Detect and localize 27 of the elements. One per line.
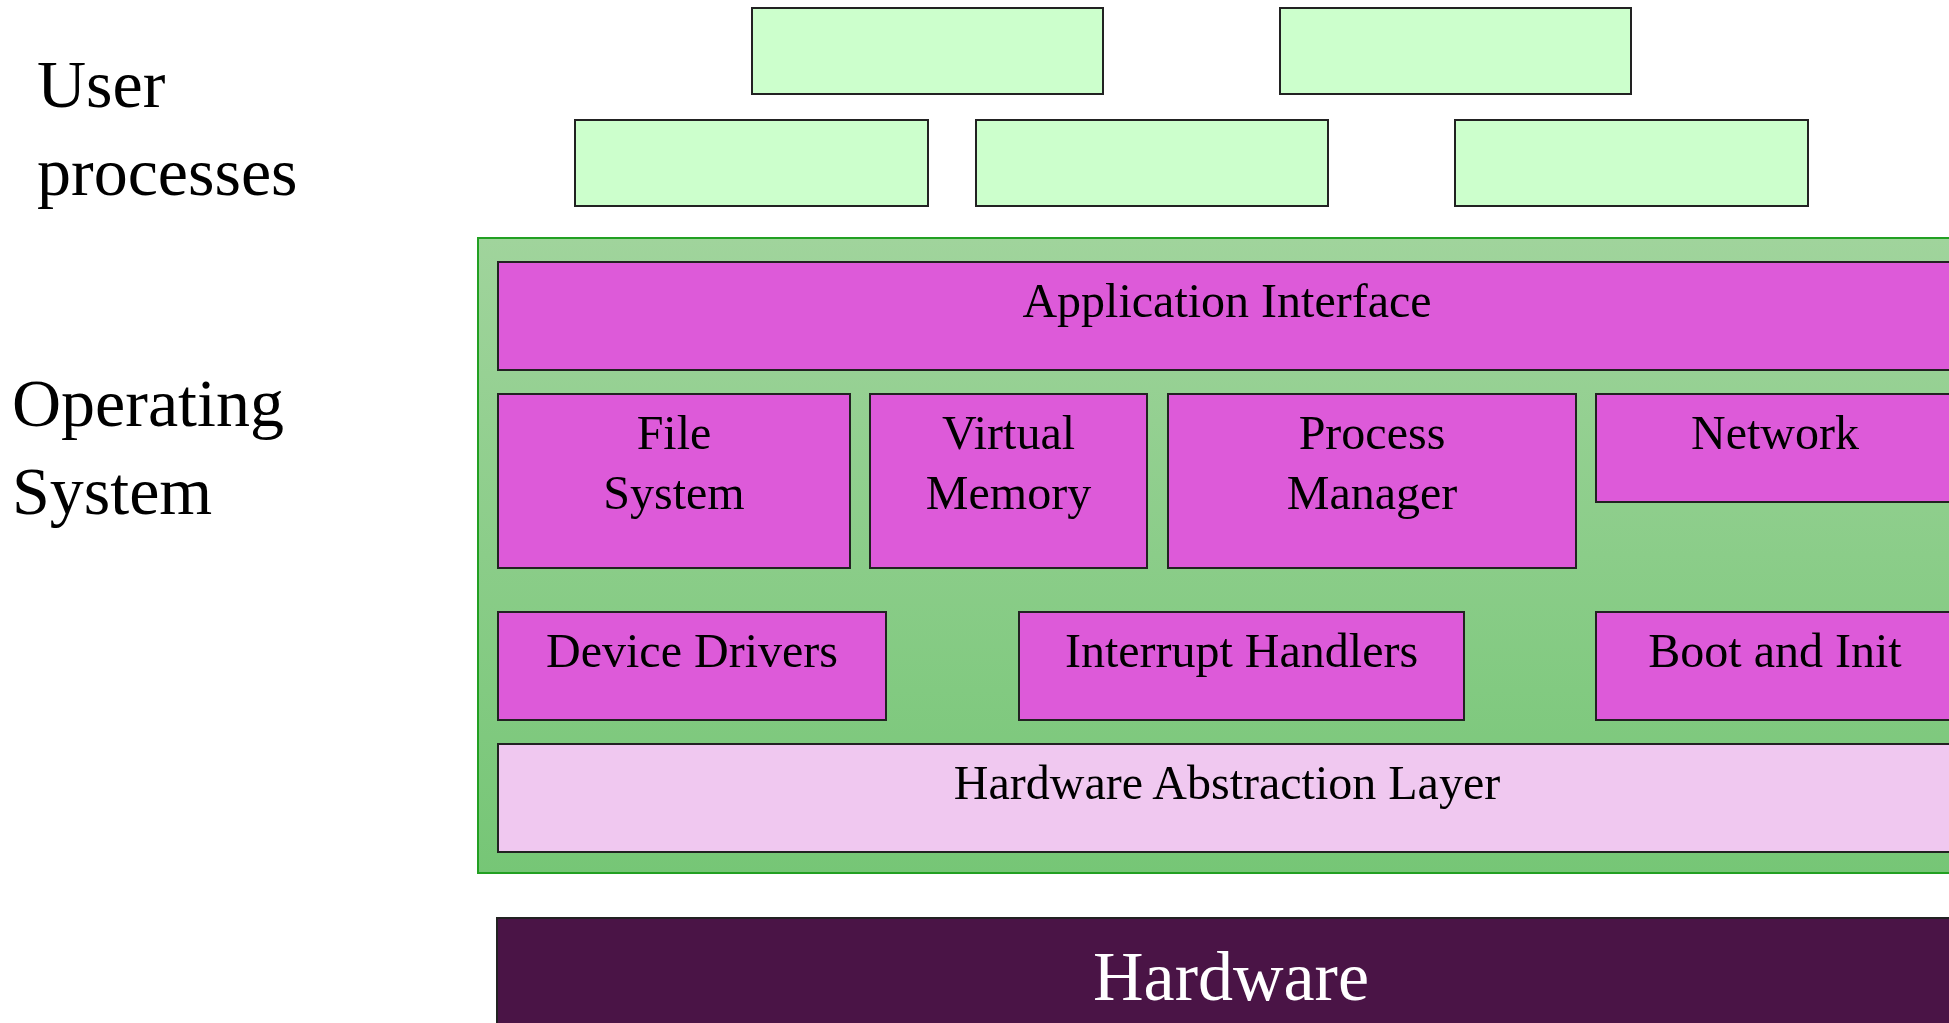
module-box (497, 261, 1949, 371)
box-label: Boot and Init (1648, 623, 1902, 679)
layer-heading: User processes (37, 45, 299, 213)
module-box (1595, 393, 1949, 503)
box-label: Application Interface (1022, 273, 1432, 329)
application-box (1454, 119, 1809, 207)
module-box (1167, 393, 1577, 569)
module-box (1595, 611, 1949, 721)
application-box (574, 119, 929, 207)
box-label: Interrupt Handlers (1064, 623, 1419, 679)
application-box (1279, 7, 1632, 95)
module-box (869, 393, 1148, 569)
module-box (1018, 611, 1465, 721)
box-label: Process Manager (1285, 405, 1459, 521)
module-box (497, 393, 851, 569)
box-label: File System (602, 405, 746, 521)
box-label: Virtual Memory (924, 405, 1093, 521)
box-label: Hardware (1093, 937, 1369, 1018)
module-box (497, 611, 887, 721)
layer-box (497, 743, 1949, 853)
application-box (751, 7, 1104, 95)
application-box (975, 119, 1329, 207)
layer-heading: Operating System (12, 364, 285, 532)
box-label: Hardware Abstraction Layer (953, 755, 1501, 811)
box-label: Device Drivers (546, 623, 838, 679)
box-label: Network (1691, 405, 1859, 461)
hardware-bar (496, 917, 1949, 1023)
